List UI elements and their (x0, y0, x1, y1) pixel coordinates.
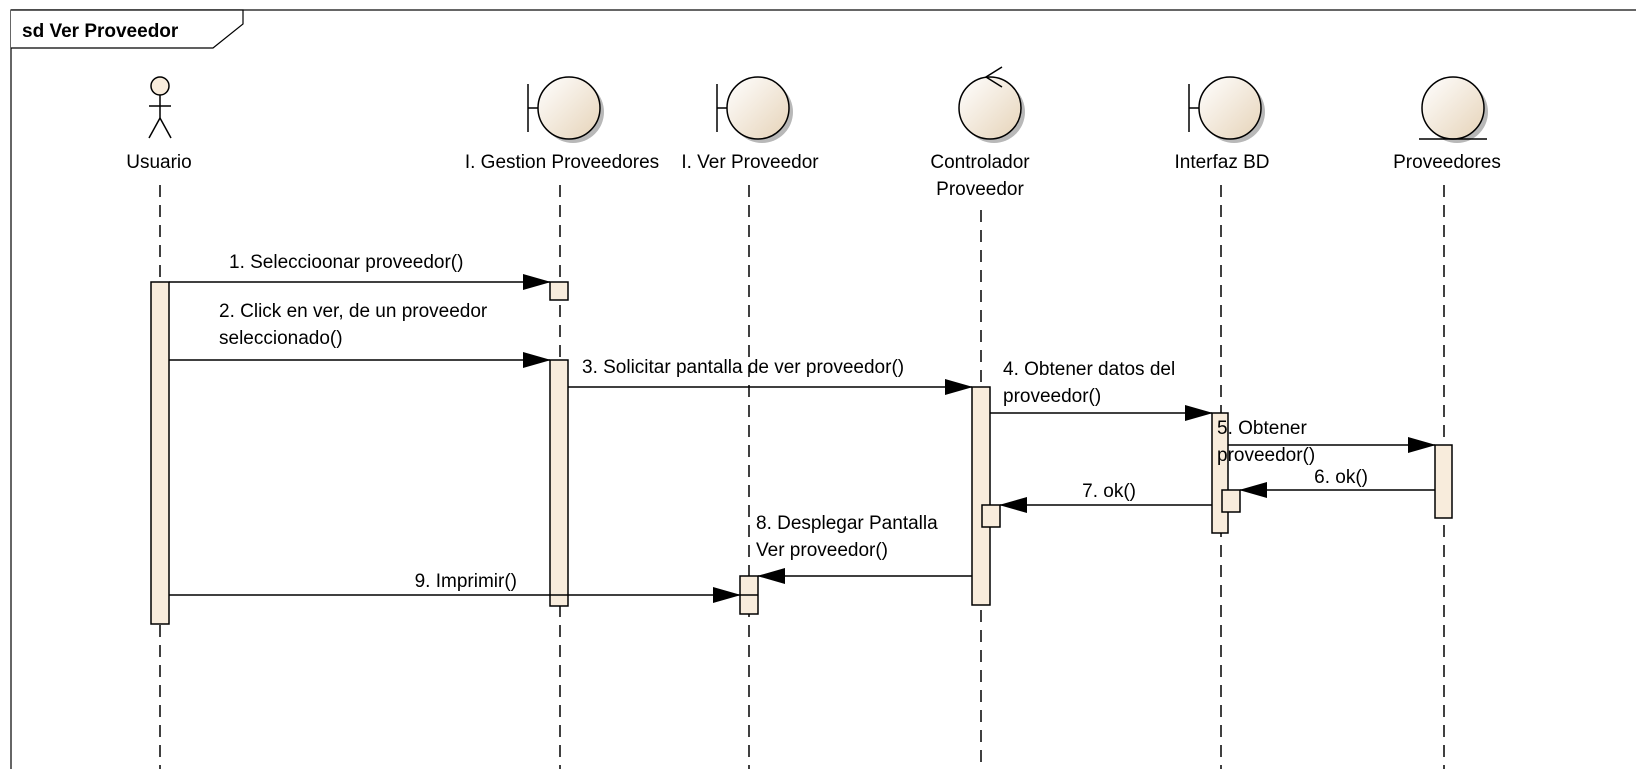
boundary-icon (716, 76, 793, 143)
lifeline-label-interfaz-line: Interfaz BD (1174, 152, 1269, 173)
message-m2: 2. Click en ver, de un proveedor seleccio… (169, 301, 551, 368)
message-label-m6: 6. ok() (1314, 467, 1368, 488)
frame-title: sd Ver Proveedor (22, 21, 179, 42)
lifeline-proveedores: Proveedores (1393, 76, 1501, 769)
control-arrowhead (984, 66, 1003, 88)
message-m3: 3. Solicitar pantalla de ver proveedor() (568, 357, 973, 395)
actor-head (150, 76, 170, 96)
message-label-m8-line: 8. Desplegar Pantalla (756, 513, 938, 534)
lifeline-label-interfaz: Interfaz BD (1174, 152, 1269, 173)
lifeline-label-usuario: Usuario (126, 152, 191, 173)
message-label-m1: 1. Seleccioonar proveedor() (229, 252, 463, 273)
actor-icon (148, 76, 172, 139)
lifeline-label-gestion-line: I. Gestion Proveedores (465, 152, 659, 173)
icon-circle (1198, 76, 1262, 140)
message-label-m6-line: 6. ok() (1314, 467, 1368, 488)
control-icon (958, 66, 1025, 143)
frame: sd Ver Proveedor (10, 9, 1636, 769)
message-m7: 7. ok() (999, 481, 1212, 513)
message-label-m4-line: proveedor() (1003, 386, 1101, 407)
message-m6: 6. ok() (1239, 467, 1435, 498)
lifelines: Usuario I. Gestion Proveedores I. Ver Prov… (126, 66, 1501, 769)
icon-circle (1421, 76, 1485, 140)
lifeline-label-proveedores-line: Proveedores (1393, 152, 1501, 173)
boundary-icon (1188, 76, 1265, 143)
message-label-m3-line: 3. Solicitar pantalla de ver proveedor() (582, 357, 904, 378)
lifeline-label-usuario-line: Usuario (126, 152, 191, 173)
lifeline-label-ver-line: I. Ver Proveedor (681, 152, 819, 173)
message-label-m2-line: seleccionado() (219, 328, 343, 349)
message-label-m3: 3. Solicitar pantalla de ver proveedor() (582, 357, 904, 378)
message-label-m5-line: proveedor() (1217, 445, 1315, 466)
message-label-m9-line: 9. Imprimir() (415, 571, 517, 592)
message-label-m8-line: Ver proveedor() (756, 540, 888, 561)
activation-bar-interfaz-return (1221, 489, 1241, 513)
icon-circle (537, 76, 601, 140)
lifeline-label-gestion: I. Gestion Proveedores (465, 152, 659, 173)
icon-circle (726, 76, 790, 140)
message-label-m7-line: 7. ok() (1082, 481, 1136, 502)
activation-bar-gestion (549, 359, 569, 607)
message-label-m9: 9. Imprimir() (415, 571, 517, 592)
activation-bar-controlador-return (981, 504, 1001, 528)
activation-bar-controlador (971, 386, 991, 606)
lifeline-label-controlador-line: Controlador (930, 152, 1030, 173)
lifeline-gestion: I. Gestion Proveedores (465, 76, 659, 769)
message-label-m1-line: 1. Seleccioonar proveedor() (229, 252, 463, 273)
message-m9: 9. Imprimir() (169, 571, 741, 603)
message-label-m4: 4. Obtener datos del proveedor() (1003, 359, 1175, 407)
lifeline-label-controlador-line: Proveedor (936, 179, 1024, 200)
boundary-icon (527, 76, 604, 143)
activation-bar-gestion-self (549, 281, 569, 301)
entity-icon (1419, 76, 1488, 143)
message-m1: 1. Seleccioonar proveedor() (169, 252, 551, 290)
message-label-m2: 2. Click en ver, de un proveedor seleccio… (219, 301, 488, 349)
lifeline-label-ver: I. Ver Proveedor (681, 152, 819, 173)
messages: 1. Seleccioonar proveedor() 2. Click en v… (169, 252, 1436, 603)
lifeline-usuario: Usuario (126, 76, 192, 769)
activation-bars (150, 281, 1453, 625)
message-label-m4-line: 4. Obtener datos del (1003, 359, 1175, 380)
frame-title-tab (11, 9, 244, 49)
actor-right-leg (159, 117, 172, 139)
lifeline-ver: I. Ver Proveedor (681, 76, 819, 769)
message-label-m5-line: 5. Obtener (1217, 418, 1307, 439)
message-label-m2-line: 2. Click en ver, de un proveedor (219, 301, 488, 322)
message-m4: 4. Obtener datos del proveedor() (990, 359, 1213, 421)
message-label-m7: 7. ok() (1082, 481, 1136, 502)
activation-bar-proveedores (1434, 444, 1453, 519)
lifeline-label-proveedores: Proveedores (1393, 152, 1501, 173)
message-m5: 5. Obtener proveedor() (1217, 418, 1436, 466)
icon-circle (958, 76, 1022, 140)
actor-left-leg (148, 117, 161, 139)
frame-border (10, 9, 1636, 769)
activation-bar-usuario (150, 281, 170, 625)
message-label-m5: 5. Obtener proveedor() (1217, 418, 1315, 466)
